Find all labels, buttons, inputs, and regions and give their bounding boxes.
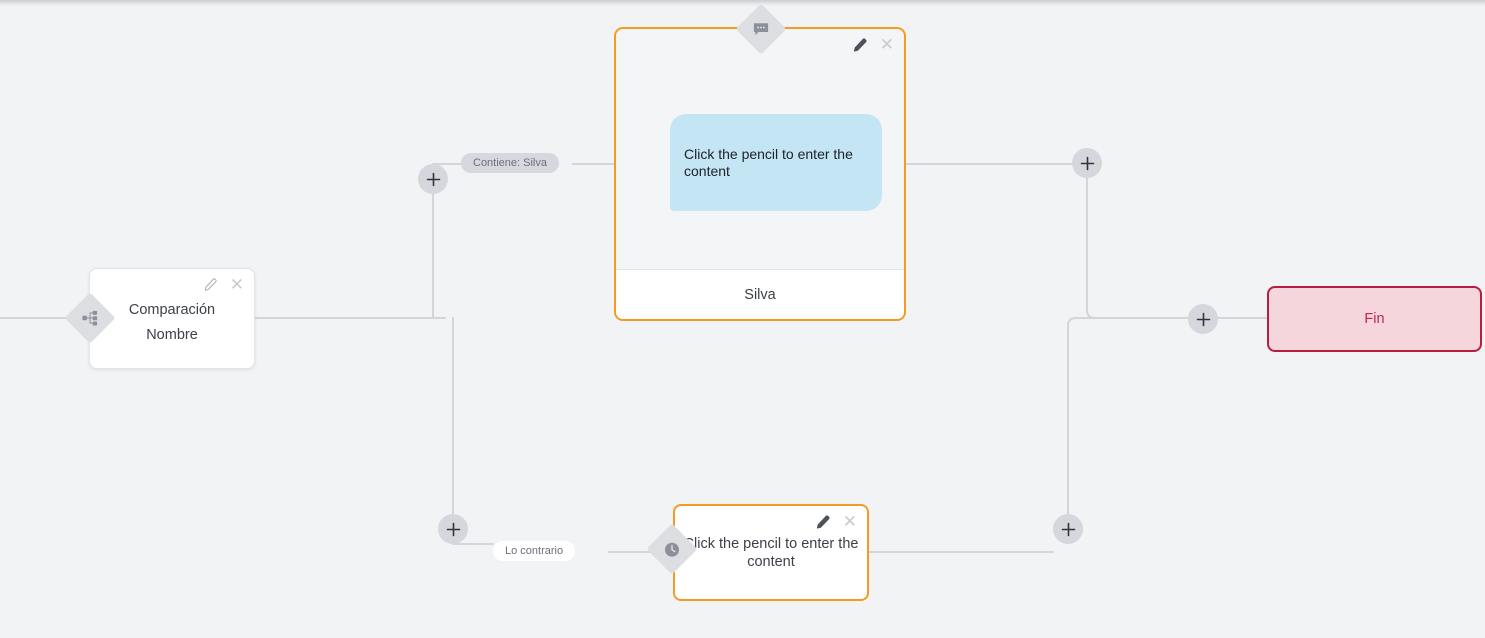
message-bubble[interactable]: Click the pencil to enter the content	[670, 114, 882, 211]
branch-icon	[64, 292, 116, 344]
node-silva-body: ✕ Click the pencil to enter the content	[616, 29, 904, 269]
add-node-button-false-end[interactable]	[1053, 514, 1083, 544]
pencil-icon[interactable]	[853, 37, 867, 52]
plus-icon	[1080, 156, 1094, 170]
close-icon[interactable]: ✕	[842, 512, 857, 531]
node-silva-footer: Silva	[616, 269, 904, 319]
node-comparacion-actions[interactable]: ✕	[204, 276, 244, 293]
plus-icon	[1061, 522, 1075, 536]
edge-false-merge	[1067, 317, 1189, 515]
close-icon[interactable]: ✕	[229, 275, 244, 294]
plus-icon	[1196, 312, 1210, 326]
speech-bubble-icon	[735, 3, 787, 55]
add-node-button-true-start[interactable]	[418, 164, 448, 194]
branch-glyph	[82, 310, 98, 326]
node-silva-actions[interactable]: ✕	[853, 36, 894, 53]
pencil-icon[interactable]	[204, 278, 217, 291]
node-clock-actions[interactable]: ✕	[816, 513, 857, 530]
pencil-icon[interactable]	[816, 514, 830, 529]
add-node-button-false-start[interactable]	[438, 514, 468, 544]
clock-icon	[646, 523, 698, 575]
edge-label-contrario[interactable]: Lo contrario	[493, 541, 576, 561]
node-silva[interactable]: ✕ Click the pencil to enter the content …	[614, 27, 906, 321]
plus-icon	[446, 522, 460, 536]
speech-bubble-glyph	[753, 21, 770, 38]
node-clock-message[interactable]: ✕ Click the pencil to enter the content	[673, 504, 869, 601]
edge-label-contiene[interactable]: Contiene: Silva	[461, 153, 559, 173]
node-clock-text: Click the pencil to enter the content	[683, 536, 859, 570]
message-bubble-text: Click the pencil to enter the content	[684, 145, 853, 179]
add-node-button-before-fin[interactable]	[1188, 304, 1218, 334]
plus-icon	[426, 172, 440, 186]
close-icon[interactable]: ✕	[879, 35, 894, 54]
clock-glyph	[664, 541, 681, 558]
node-fin[interactable]: Fin	[1267, 286, 1482, 352]
node-comparacion-title: Comparación	[128, 302, 216, 318]
edge-true-merge	[1086, 177, 1189, 319]
node-comparacion-subtitle: Nombre	[146, 327, 198, 343]
add-node-button-true-end[interactable]	[1072, 148, 1102, 178]
